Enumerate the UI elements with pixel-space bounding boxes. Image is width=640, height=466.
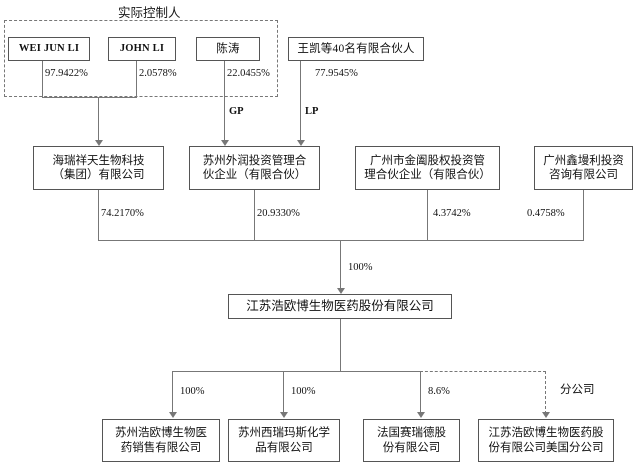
holding-line1-guangzhouxinman: 广州鑫墁利投资 [543,154,624,167]
main-company-label: 江苏浩欧博生物医药股份有限公司 [246,298,434,313]
holding-box-hairuixiangtian[interactable]: 海瑞祥天生物科技 （集团）有限公司 [33,146,164,190]
actual-controller-group-box [4,20,278,97]
subsidiary-box-usa-branch[interactable]: 江苏浩欧博生物医药股 份有限公司美国分公司 [478,419,614,462]
connector-subsidiaries-bus [172,371,421,372]
connector-sub-suzhou-sales [172,371,173,414]
subsidiary-line1-suzhou-sales: 苏州浩欧博生物医 [115,427,207,440]
holding-line2-guangzhouxinman: 咨询有限公司 [549,169,618,181]
arrowhead-suzhou-ximayas [280,412,288,418]
connector-branch-bus-dashed [420,371,546,372]
holding-line2-hairuixiangtian: （集团）有限公司 [52,169,145,181]
subsidiary-line1-france-sairuide: 法国赛瑞德股 [377,427,446,440]
pct-label-chentao: 22.0455% [227,68,270,79]
arrowhead-chentao-to-wairun [221,140,229,146]
arrowhead-usa-branch [542,412,550,418]
subsidiary-line1-suzhou-ximayas: 苏州西瑞玛斯化学 [238,427,330,440]
gp-label: GP [229,106,244,117]
connector-guangzhouxinman-down [583,190,584,240]
connector-weijunli-down [42,61,43,97]
diagram-title: 实际控制人 [118,6,181,20]
shareholder-label-chentao: 陈涛 [216,42,240,55]
pct-label-guangzhouxinman: 0.4758% [527,208,565,219]
pct-label-suzhou-sales: 100% [180,386,205,397]
pct-label-france-sairuide: 8.6% [428,386,450,397]
holding-line2-guangzhoujinhe: 理合伙企业（有限合伙） [364,169,491,181]
holding-line2-suzhouwairun: 伙企业（有限合伙） [202,169,307,181]
subsidiary-box-suzhou-sales[interactable]: 苏州浩欧博生物医 药销售有限公司 [102,419,220,462]
connector-hairuixiangtian-down [98,190,99,240]
subsidiary-label-france-sairuide: 法国赛瑞德股 份有限公司 [364,426,459,455]
holding-label-guangzhouxinman: 广州鑫墁利投资 咨询有限公司 [535,154,632,183]
arrowhead-main-company [337,288,345,294]
shareholder-box-wangkai[interactable]: 王凯等40名有限合伙人 [288,37,424,61]
connector-controller-merge [42,97,137,98]
subsidiary-label-usa-branch: 江苏浩欧博生物医药股 份有限公司美国分公司 [479,426,613,455]
pct-label-weijunli: 97.9422% [45,68,88,79]
holding-box-suzhouwairun[interactable]: 苏州外润投资管理合 伙企业（有限合伙） [189,146,320,190]
subsidiary-line2-suzhou-ximayas: 品有限公司 [255,441,313,454]
connector-sub-france-sairuide [420,371,421,414]
arrowhead-france-sairuide [417,412,425,418]
pct-label-johnli: 2.0578% [139,68,177,79]
holding-label-suzhouwairun: 苏州外润投资管理合 伙企业（有限合伙） [190,154,319,183]
shareholder-label-wangkai: 王凯等40名有限合伙人 [297,42,415,55]
connector-controller-to-hairuixiangtian [98,97,99,142]
arrowhead-hairuixiangtian [95,140,103,146]
subsidiary-box-france-sairuide[interactable]: 法国赛瑞德股 份有限公司 [363,419,460,462]
connector-guangzhoujinhe-down [427,190,428,240]
connector-sub-suzhou-ximayas [283,371,284,414]
subsidiary-label-suzhou-sales: 苏州浩欧博生物医 药销售有限公司 [103,426,219,455]
connector-suzhouwairun-down [254,190,255,240]
holding-line1-suzhouwairun: 苏州外润投资管理合 [202,154,307,167]
connector-bus-to-main [340,240,341,290]
pct-label-hairuixiangtian: 74.2170% [101,208,144,219]
connector-wangkai-down [300,61,301,142]
subsidiary-label-suzhou-ximayas: 苏州西瑞玛斯化学 品有限公司 [229,426,339,455]
holding-line1-guangzhoujinhe: 广州市金阖股权投资管 [370,154,485,167]
pct-label-main-inbound: 100% [348,262,373,273]
pct-label-guangzhoujinhe: 4.3742% [433,208,471,219]
holding-label-hairuixiangtian: 海瑞祥天生物科技 （集团）有限公司 [34,154,163,183]
holding-line1-hairuixiangtian: 海瑞祥天生物科技 [52,154,145,167]
branch-label-usa: 分公司 [560,384,595,396]
connector-johnli-down [136,61,137,97]
arrowhead-suzhou-sales [169,412,177,418]
shareholder-box-weijunli[interactable]: WEI JUN LI [8,37,90,61]
lp-label: LP [305,106,319,117]
shareholder-box-johnli[interactable]: JOHN LI [108,37,176,61]
pct-label-suzhouwairun: 20.9330% [257,208,300,219]
connector-branch-usa-dashed [545,371,546,414]
holding-box-guangzhouxinman[interactable]: 广州鑫墁利投资 咨询有限公司 [534,146,633,190]
pct-label-suzhou-ximayas: 100% [291,386,316,397]
subsidiary-line2-france-sairuide: 份有限公司 [382,441,441,454]
arrowhead-wangkai-to-wairun [297,140,305,146]
shareholder-label-johnli: JOHN LI [119,43,165,55]
shareholder-box-chentao[interactable]: 陈涛 [196,37,260,61]
pct-label-wangkai: 77.9545% [315,68,358,79]
connector-holdings-bus [98,240,584,241]
connector-main-to-sub-bus [340,319,341,371]
holding-box-guangzhoujinhe[interactable]: 广州市金阖股权投资管 理合伙企业（有限合伙） [355,146,500,190]
holding-label-guangzhoujinhe: 广州市金阖股权投资管 理合伙企业（有限合伙） [356,154,499,183]
subsidiary-box-suzhou-ximayas[interactable]: 苏州西瑞玛斯化学 品有限公司 [228,419,340,462]
subsidiary-line2-suzhou-sales: 药销售有限公司 [120,441,202,454]
main-company-box[interactable]: 江苏浩欧博生物医药股份有限公司 [228,294,452,319]
connector-chentao-down [224,61,225,142]
subsidiary-line1-usa-branch: 江苏浩欧博生物医药股 [488,427,604,440]
subsidiary-line2-usa-branch: 份有限公司美国分公司 [488,441,604,454]
shareholder-label-weijunli: WEI JUN LI [18,43,80,55]
